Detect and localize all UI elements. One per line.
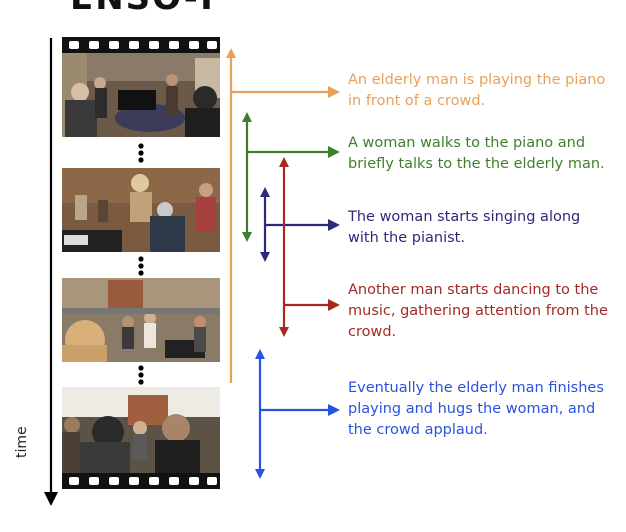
header-fragment: ENSO-T [70,0,220,18]
film-strip-top [62,37,220,53]
event-caption-2-line-2: briefly talks to the the elderly man. [348,156,605,172]
event-caption-5-line-3: the crowd applaud. [348,422,488,438]
event-caption-5-line-1: Eventually the elderly man finishes [348,380,604,396]
event-caption-1: An elderly man is playing the piano in f… [348,70,605,112]
event-caption-1-line-1: An elderly man is playing the piano [348,72,606,88]
event-caption-3: The woman starts singing along with the … [348,207,580,249]
video-frame-4 [62,387,220,473]
video-frame-1 [62,53,220,137]
event-span-1 [226,48,340,383]
event-caption-5-line-2: playing and hugs the woman, and [348,401,596,417]
event-span-3 [260,187,340,262]
ellipsis-dots [138,143,144,385]
event-caption-4-line-3: crowd. [348,324,397,340]
event-span-2 [242,112,340,242]
event-span-4 [279,157,340,337]
video-frame-3 [62,278,220,362]
film-strip-bottom [62,473,220,489]
event-caption-4: Another man starts dancing to the music,… [348,280,608,343]
time-axis-label: time [14,426,30,458]
video-frame-2 [62,168,220,252]
event-caption-3-line-1: The woman starts singing along [348,209,581,225]
event-caption-2-line-1: A woman walks to the piano and [348,135,586,151]
event-caption-4-line-1: Another man starts dancing to the [348,282,599,298]
event-caption-3-line-2: with the pianist. [348,230,465,246]
event-caption-2: A woman walks to the piano and briefly t… [348,133,605,175]
time-axis-arrowhead [44,492,58,506]
event-span-5 [255,349,340,479]
event-caption-5: Eventually the elderly man finishes play… [348,378,604,441]
event-caption-4-line-2: music, gathering attention from the [348,303,608,319]
event-caption-1-line-2: in front of a crowd. [348,93,486,109]
